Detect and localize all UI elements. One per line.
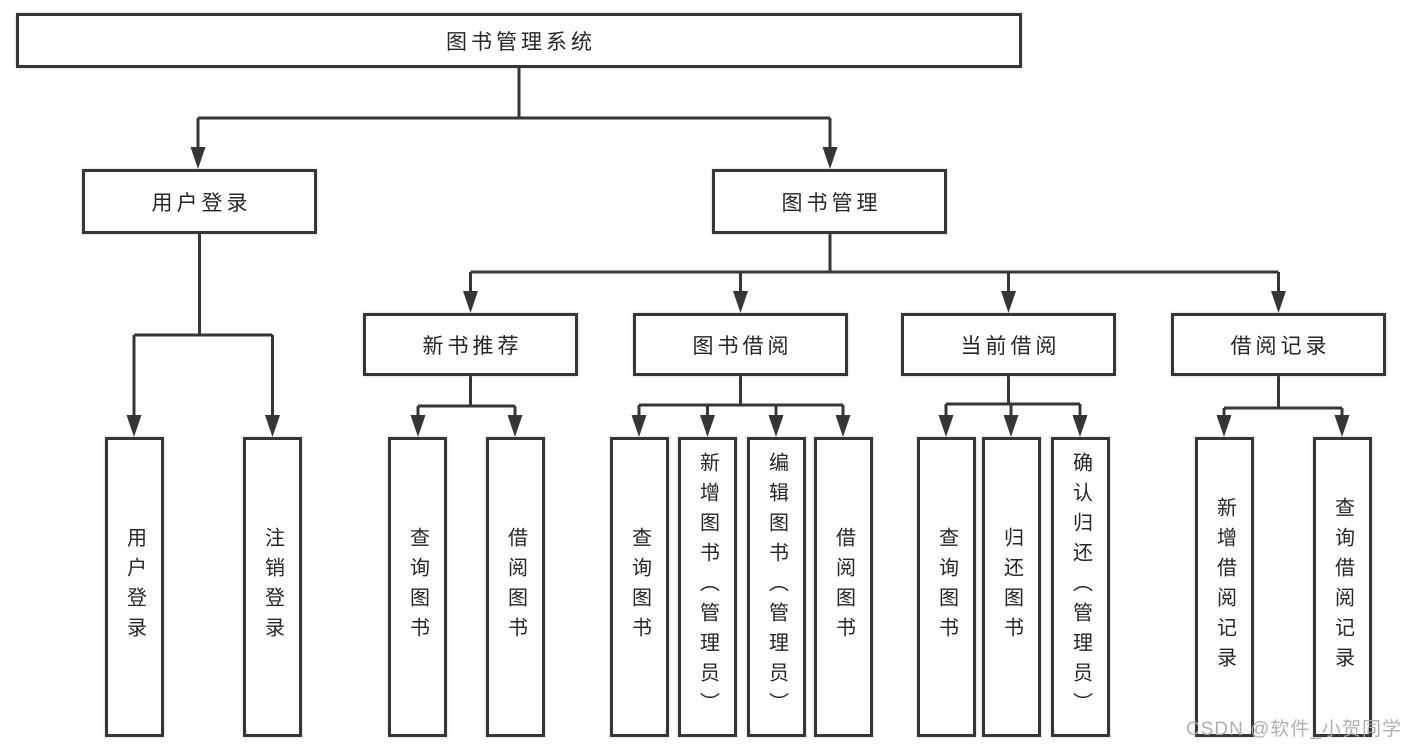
- leaf-query-books-borrowing-label: 查询图书: [628, 527, 651, 647]
- leaf-query-books-recommend-label: 查询图书: [406, 527, 429, 647]
- leaf-confirm-return-admin-label: 确认归还（管理员）: [1069, 452, 1092, 722]
- leaf-user-login-label: 用户登录: [123, 527, 146, 647]
- leaf-logout: 注销登录: [243, 437, 302, 737]
- leaf-add-books-admin-label: 新增图书（管理员）: [696, 452, 719, 722]
- node-new-book-recommendation: 新书推荐: [363, 313, 578, 376]
- node-borrowing-records-label: 借阅记录: [1230, 334, 1331, 358]
- leaf-borrow-books-recommend: 借阅图书: [486, 437, 545, 737]
- leaf-add-borrow-record-label: 新增借阅记录: [1213, 497, 1236, 677]
- leaf-return-books-label: 归还图书: [1000, 527, 1023, 647]
- leaf-borrow-books-recommend-label: 借阅图书: [504, 527, 527, 647]
- node-library-system: 图书管理系统: [16, 13, 1022, 68]
- leaf-add-borrow-record: 新增借阅记录: [1195, 437, 1254, 737]
- leaf-query-borrow-record: 查询借阅记录: [1313, 437, 1372, 737]
- node-borrowing-records: 借阅记录: [1171, 313, 1386, 376]
- node-user-login-label: 用户登录: [151, 191, 252, 215]
- node-book-management: 图书管理: [712, 169, 947, 234]
- node-user-login: 用户登录: [82, 169, 317, 234]
- node-current-borrowing-label: 当前借阅: [960, 334, 1061, 358]
- leaf-user-login: 用户登录: [105, 437, 164, 737]
- node-book-borrowing-label: 图书借阅: [692, 334, 793, 358]
- leaf-borrow-books-label: 借阅图书: [832, 527, 855, 647]
- arrowheads: [126, 147, 1350, 437]
- watermark: CSDN @软件_小贺同学: [1186, 719, 1402, 740]
- leaf-query-books-current: 查询图书: [917, 437, 976, 737]
- leaf-return-books: 归还图书: [982, 437, 1041, 737]
- leaf-query-borrow-record-label: 查询借阅记录: [1331, 497, 1354, 677]
- leaf-add-books-admin: 新增图书（管理员）: [678, 437, 737, 737]
- leaf-query-books-borrowing: 查询图书: [610, 437, 669, 737]
- leaf-edit-books-admin-label: 编辑图书（管理员）: [765, 452, 788, 722]
- leaf-query-books-recommend: 查询图书: [388, 437, 447, 737]
- leaf-query-books-current-label: 查询图书: [935, 527, 958, 647]
- leaf-borrow-books: 借阅图书: [814, 437, 873, 737]
- leaf-logout-label: 注销登录: [261, 527, 284, 647]
- leaf-edit-books-admin: 编辑图书（管理员）: [747, 437, 806, 737]
- node-book-management-label: 图书管理: [781, 191, 882, 215]
- leaf-confirm-return-admin: 确认归还（管理员）: [1051, 437, 1110, 737]
- node-current-borrowing: 当前借阅: [901, 313, 1116, 376]
- node-book-borrowing: 图书借阅: [633, 313, 848, 376]
- node-new-book-recommendation-label: 新书推荐: [422, 334, 523, 358]
- node-library-system-label: 图书管理系统: [446, 30, 596, 54]
